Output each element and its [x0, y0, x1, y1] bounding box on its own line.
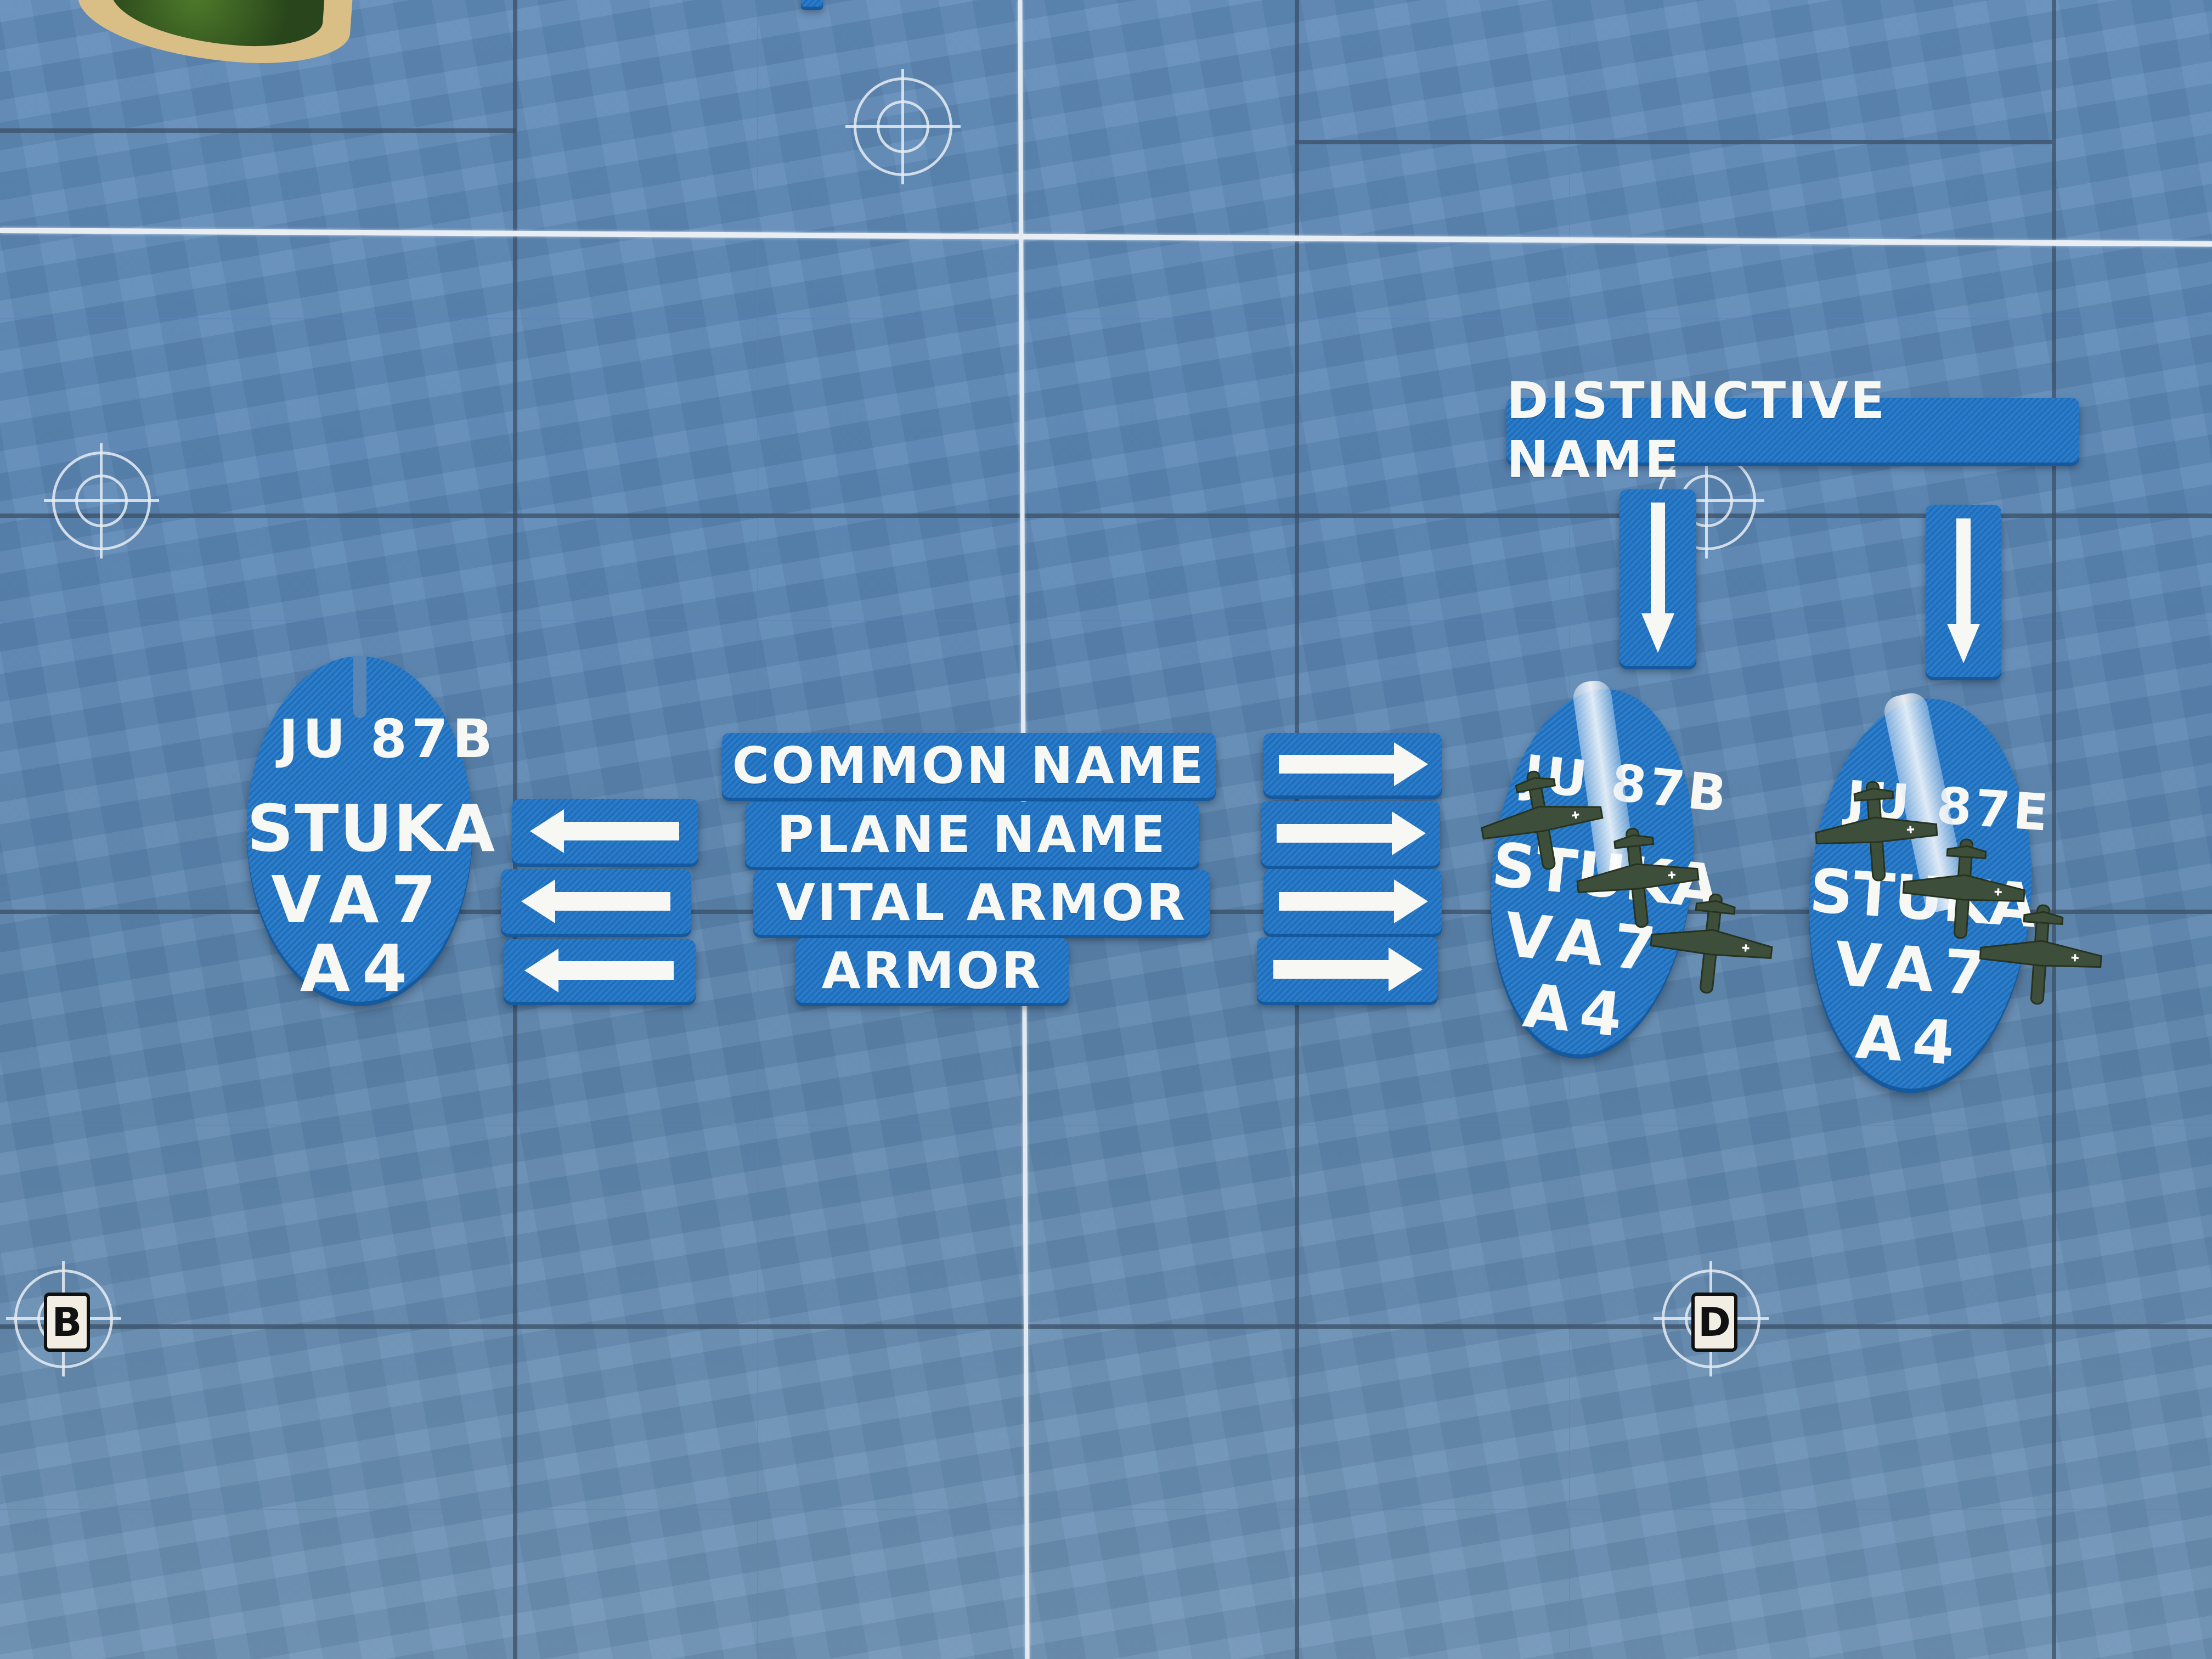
- grid-line-horizontal: [0, 128, 516, 133]
- common-name-right: 87B: [370, 708, 497, 770]
- right-arrow-tile[interactable]: [1257, 937, 1438, 1002]
- stuka-miniature-icon[interactable]: ✚: [1971, 895, 2110, 1014]
- map-fold-horizontal: [0, 228, 2212, 247]
- stand-slot: [353, 656, 366, 719]
- label-armor[interactable]: ARMOR: [795, 938, 1069, 1003]
- common-name-left: JU: [279, 708, 350, 770]
- right-arrow-tile[interactable]: [1263, 733, 1442, 795]
- down-arrow-icon: [1947, 518, 1980, 663]
- fine-grid-line: [0, 1125, 2212, 1126]
- svg-text:✚: ✚: [1741, 943, 1750, 955]
- stuka-miniature-icon[interactable]: ✚: [1640, 882, 1783, 1005]
- svg-text:✚: ✚: [2070, 952, 2080, 964]
- right-arrow-tile[interactable]: [1263, 869, 1442, 934]
- label-plane-name[interactable]: PLANE NAME: [745, 802, 1199, 867]
- svg-text:✚: ✚: [1906, 824, 1915, 836]
- zone-letter-b: B: [44, 1293, 90, 1352]
- zone-letter-d: D: [1691, 1293, 1737, 1352]
- grid-line-horizontal: [0, 1324, 2212, 1329]
- svg-text:✚: ✚: [1667, 870, 1677, 882]
- down-arrow-tile[interactable]: [1926, 505, 2001, 677]
- stuka-miniature-icon[interactable]: ✚: [1807, 772, 1945, 890]
- down-arrow-icon: [1641, 503, 1674, 653]
- right-arrow-icon: [1276, 811, 1426, 855]
- plane-name: STUKA: [247, 791, 496, 866]
- armor: A4: [300, 930, 420, 1006]
- grid-line-vertical: [2052, 0, 2056, 1659]
- target-marker: [44, 443, 159, 558]
- svg-text:✚: ✚: [1994, 887, 2003, 899]
- right-arrow-icon: [1273, 947, 1423, 991]
- label-vital-armor[interactable]: VITAL ARMOR: [753, 870, 1210, 935]
- stuka-miniature-icon[interactable]: ✚: [1467, 755, 1616, 886]
- target-marker-d: D: [1654, 1261, 1769, 1376]
- down-arrow-tile[interactable]: [1620, 489, 1696, 666]
- left-arrow-tile[interactable]: [504, 939, 696, 1002]
- fine-grid-line: [0, 1509, 2212, 1510]
- fine-grid-line: [0, 620, 2212, 621]
- target-marker-b: B: [6, 1261, 121, 1376]
- stuka-miniature-icon[interactable]: ✚: [1566, 816, 1709, 939]
- stuka-miniature-icon[interactable]: ✚: [1894, 830, 2033, 948]
- vital-armor: VA7: [271, 862, 448, 938]
- right-arrow-icon: [1278, 742, 1428, 786]
- label-distinctive-name[interactable]: DISTINCTIVE NAME: [1506, 371, 2079, 489]
- label-common-name[interactable]: COMMON NAME: [722, 733, 1216, 798]
- left-arrow-icon: [524, 949, 674, 992]
- fine-grid-line: [0, 318, 2212, 319]
- svg-text:✚: ✚: [1571, 809, 1581, 822]
- partial-game-piece: [801, 0, 823, 7]
- grid-line-horizontal: [1295, 140, 2052, 144]
- right-arrow-icon: [1278, 879, 1428, 923]
- grid-line-horizontal: [0, 514, 2212, 518]
- target-marker: [845, 69, 961, 184]
- left-arrow-icon: [521, 879, 670, 923]
- plane-marker-base-left[interactable]: JU 87B STUKA VA7 A4: [247, 656, 496, 1006]
- right-arrow-tile[interactable]: [1261, 801, 1440, 866]
- armor: A4: [1853, 1001, 1967, 1080]
- left-arrow-tile[interactable]: [512, 799, 698, 864]
- left-arrow-tile[interactable]: [501, 869, 691, 934]
- left-arrow-icon: [530, 809, 679, 853]
